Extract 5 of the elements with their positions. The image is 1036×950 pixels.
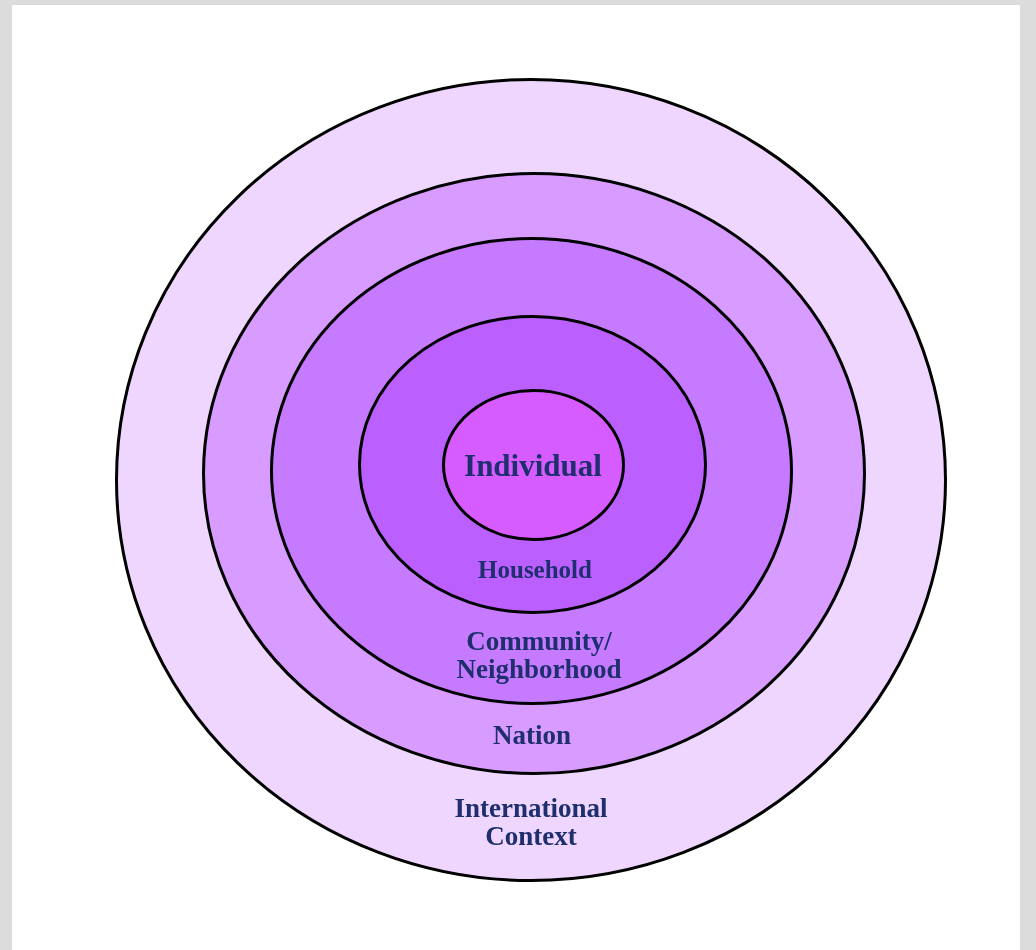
level-label: Household (477, 556, 593, 584)
level-label: Community/ Neighborhood (455, 626, 623, 684)
level-label: Individual (463, 449, 603, 483)
level-label: International Context (453, 793, 609, 851)
level-label: Nation (492, 720, 572, 750)
